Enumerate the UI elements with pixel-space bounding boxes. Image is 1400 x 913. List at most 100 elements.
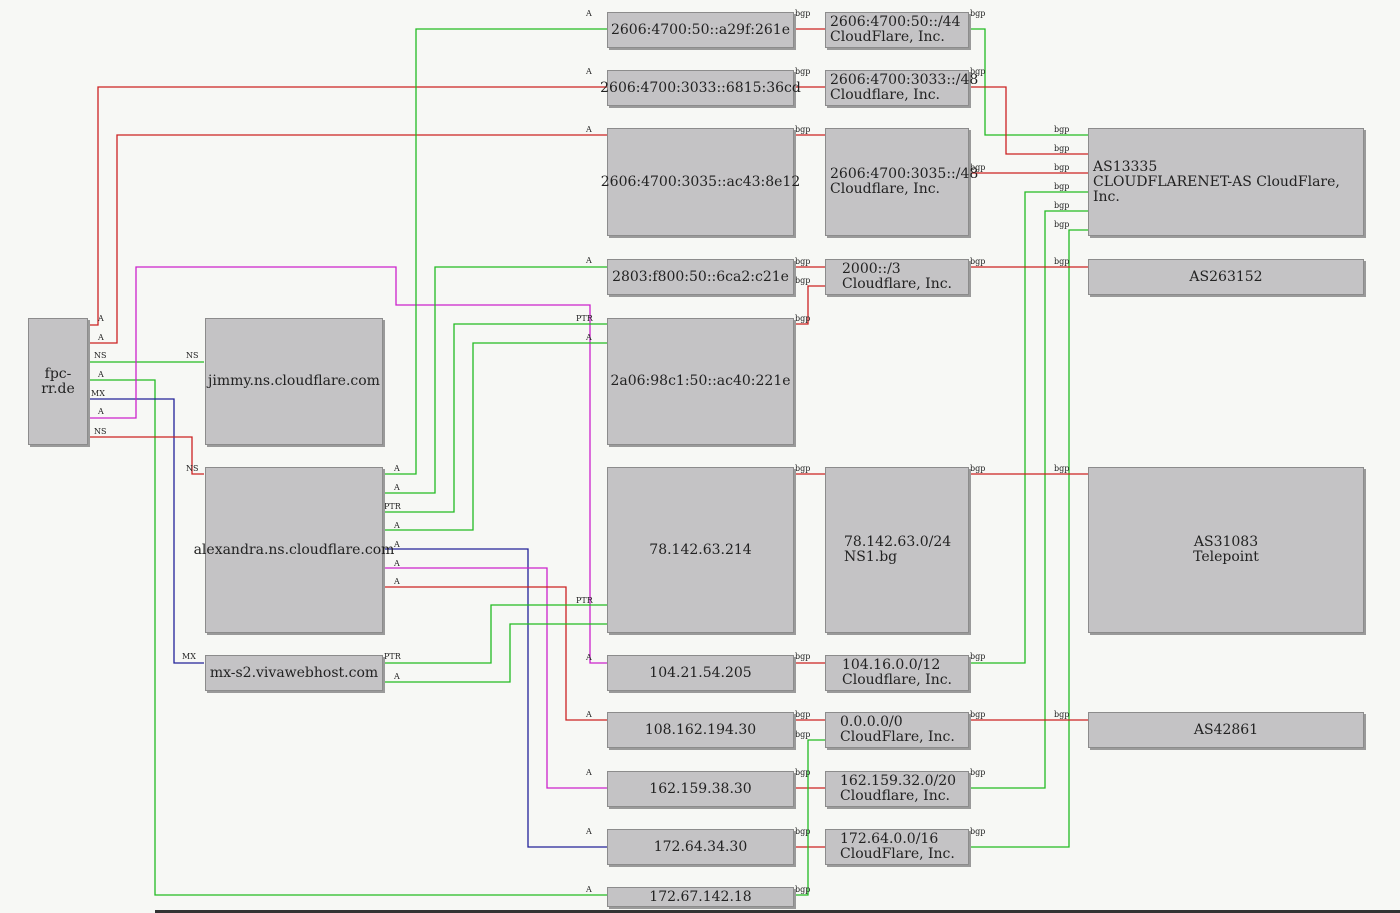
edge-pf1-as1 xyxy=(968,28,1088,136)
node-ip-78-142-63-214[interactable]: 78.142.63.214 xyxy=(607,467,794,633)
label-a: A xyxy=(97,314,104,323)
edge-alex-ptr-ip5 xyxy=(383,323,607,513)
node-ip-2606-4700-3033[interactable]: 2606:4700:3033::6815:36cd xyxy=(600,70,801,106)
node-sublabel: CloudFlare, Inc. xyxy=(840,729,955,745)
node-ip-172-67-142-18[interactable]: 172.67.142.18 xyxy=(607,887,794,907)
label-bgp: bgp xyxy=(795,67,810,76)
node-sublabel: Cloudflare, Inc. xyxy=(842,672,952,688)
label-bgp: bgp xyxy=(1054,201,1069,210)
label-bgp: bgp xyxy=(970,464,985,473)
node-sublabel: CLOUDFLARENET-AS CloudFlare, Inc. xyxy=(1093,173,1340,205)
label-a: A xyxy=(97,370,104,379)
label-bgp: bgp xyxy=(795,314,810,323)
label-a: A xyxy=(585,827,592,836)
label-a: A xyxy=(585,885,592,894)
node-ip-108-162-194-30[interactable]: 108.162.194.30 xyxy=(607,712,794,748)
label-a: A xyxy=(393,464,400,473)
edge-ip5-pf4 xyxy=(793,285,825,325)
bottom-scrollbar[interactable] xyxy=(155,910,1400,913)
label-bgp: bgp xyxy=(970,710,985,719)
node-label: 2a06:98c1:50::ac40:221e xyxy=(610,373,791,389)
node-sublabel: Telepoint xyxy=(1193,549,1259,565)
node-alexandra-ns[interactable]: alexandra.ns.cloudflare.com xyxy=(194,467,394,633)
node-ip-172-64-34-30[interactable]: 172.64.34.30 xyxy=(607,829,794,865)
node-label: 162.159.32.0/20 xyxy=(840,773,957,789)
label-bgp: bgp xyxy=(1054,182,1069,191)
node-label: 78.142.63.214 xyxy=(649,541,752,558)
label-bgp: bgp xyxy=(795,276,810,285)
label-a: A xyxy=(393,483,400,492)
node-sublabel: CloudFlare, Inc. xyxy=(830,29,945,45)
node-ip-162-159-38-30[interactable]: 162.159.38.30 xyxy=(607,771,794,807)
edge-mx-ptr-ip6 xyxy=(383,604,607,664)
label-bgp: bgp xyxy=(795,9,810,18)
label-a: A xyxy=(585,9,592,18)
edge-alex-a-ip1 xyxy=(383,28,607,475)
node-label: 78.142.63.0/24 xyxy=(844,534,952,550)
label-ptr: PTR xyxy=(384,502,402,511)
label-bgp: bgp xyxy=(970,67,985,76)
label-a: A xyxy=(585,653,592,662)
node-fpc-rr[interactable]: fpc-rr.de xyxy=(28,318,88,445)
edge-pf2-as1 xyxy=(968,86,1088,155)
node-label: mx-s2.vivawebhost.com xyxy=(209,664,379,681)
label-bgp: bgp xyxy=(795,464,810,473)
edge-fpc-mx-mx xyxy=(88,398,204,664)
node-label: 172.64.0.0/16 xyxy=(840,831,939,847)
label-mx: MX xyxy=(91,389,105,398)
label-a: A xyxy=(585,256,592,265)
node-label: 2606:4700:3035::/48 xyxy=(830,166,979,182)
edge-mx-a-ip6 xyxy=(383,623,607,683)
label-ptr: PTR xyxy=(576,314,594,323)
edge-pf9-as1 xyxy=(968,229,1088,848)
node-ip-2a06-98c1[interactable]: 2a06:98c1:50::ac40:221e xyxy=(607,318,794,445)
edge-fpc-ns-alex xyxy=(88,436,204,475)
label-bgp: bgp xyxy=(1054,220,1069,229)
edge-fpc-a-ip2 xyxy=(88,86,607,326)
label-a: A xyxy=(393,672,400,681)
node-label: alexandra.ns.cloudflare.com xyxy=(193,541,395,558)
node-ip-2606-4700-50[interactable]: 2606:4700:50::a29f:261e xyxy=(607,12,794,48)
label-bgp: bgp xyxy=(795,885,810,894)
label-bgp: bgp xyxy=(795,730,810,739)
node-label: AS263152 xyxy=(1189,268,1263,285)
label-bgp: bgp xyxy=(970,768,985,777)
label-a: A xyxy=(585,768,592,777)
edge-pf6-as1 xyxy=(968,191,1088,664)
edge-fpc-a-ip11 xyxy=(88,379,607,896)
label-a: A xyxy=(393,540,400,549)
node-label: 172.64.34.30 xyxy=(653,838,748,855)
node-ip-2606-4700-3035[interactable]: 2606:4700:3035::ac43:8e12 xyxy=(601,128,800,236)
label-bgp: bgp xyxy=(1054,144,1069,153)
node-sublabel: Cloudflare, Inc. xyxy=(842,276,952,292)
label-bgp: bgp xyxy=(1054,125,1069,134)
label-bgp: bgp xyxy=(795,768,810,777)
node-ip-104-21-54-205[interactable]: 104.21.54.205 xyxy=(607,655,794,691)
label-mx: MX xyxy=(182,652,196,661)
edge-pf8-as1 xyxy=(968,210,1088,789)
edge-ip11-pf7 xyxy=(793,739,825,896)
node-ip-2803-f800[interactable]: 2803:f800:50::6ca2:c21e xyxy=(607,259,794,295)
node-label: fpc-rr.de xyxy=(41,365,75,397)
node-as263152[interactable]: AS263152 xyxy=(1088,259,1364,295)
node-mx-s2[interactable]: mx-s2.vivawebhost.com xyxy=(205,655,383,691)
node-label: AS42861 xyxy=(1193,721,1259,738)
label-ptr: PTR xyxy=(384,652,402,661)
node-jimmy-ns[interactable]: jimmy.ns.cloudflare.com xyxy=(205,318,383,445)
node-label: jimmy.ns.cloudflare.com xyxy=(208,373,380,389)
node-as42861[interactable]: AS42861 xyxy=(1088,712,1364,748)
label-a: A xyxy=(585,710,592,719)
node-label: AS31083 xyxy=(1193,534,1259,550)
